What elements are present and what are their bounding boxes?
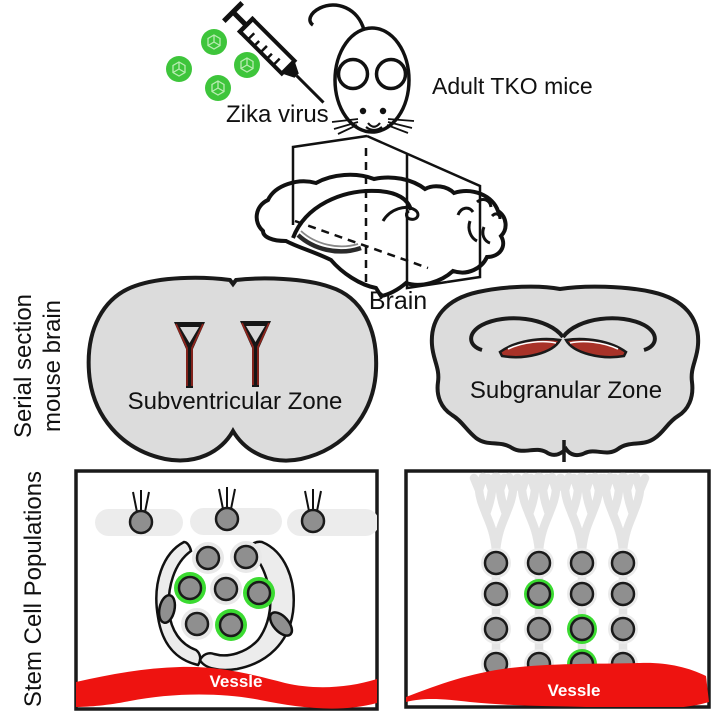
wall-cell <box>268 611 294 637</box>
stem-cell-populations-row-label: Stem Cell Populations <box>20 470 47 708</box>
vessel-right <box>406 662 709 707</box>
sgz-population-panel <box>404 469 711 709</box>
sgz-coronal-section <box>429 284 701 462</box>
subventricular-zone-label: Subventricular Zone <box>127 388 343 415</box>
ependymal-cell <box>214 506 240 532</box>
ependymal-layer <box>95 487 377 536</box>
cutting-plane-back <box>366 134 482 290</box>
serial-section-row-label: Serial section mouse brain <box>9 286 67 446</box>
zika-virus-label: Zika virus <box>226 101 329 128</box>
ependymal-cell <box>128 509 154 535</box>
vessel-label-right: Vessle <box>547 681 601 700</box>
wall-cell <box>157 593 177 625</box>
svz-coronal-section <box>86 275 379 463</box>
serial-section-line1: Serial section <box>10 293 37 439</box>
hidden-plane-edges <box>294 148 429 283</box>
hippocampus-icon <box>469 316 657 359</box>
cutting-plane-front <box>291 134 368 225</box>
cilia-icon <box>132 487 322 513</box>
vessel-label-left: Vessle <box>209 672 263 691</box>
mouse-icon <box>308 3 415 135</box>
vessel-left <box>76 666 377 709</box>
serial-section-line2: mouse brain <box>39 299 66 433</box>
subgranular-zone-label: Subgranular Zone <box>469 377 663 404</box>
svz-population-panel <box>74 469 379 711</box>
brain-sagittal-icon <box>254 134 508 299</box>
ependymal-cell <box>300 508 326 534</box>
adult-tko-mice-label: Adult TKO mice <box>432 73 593 99</box>
syringe-icon <box>222 1 325 104</box>
brain-label: Brain <box>368 287 428 315</box>
